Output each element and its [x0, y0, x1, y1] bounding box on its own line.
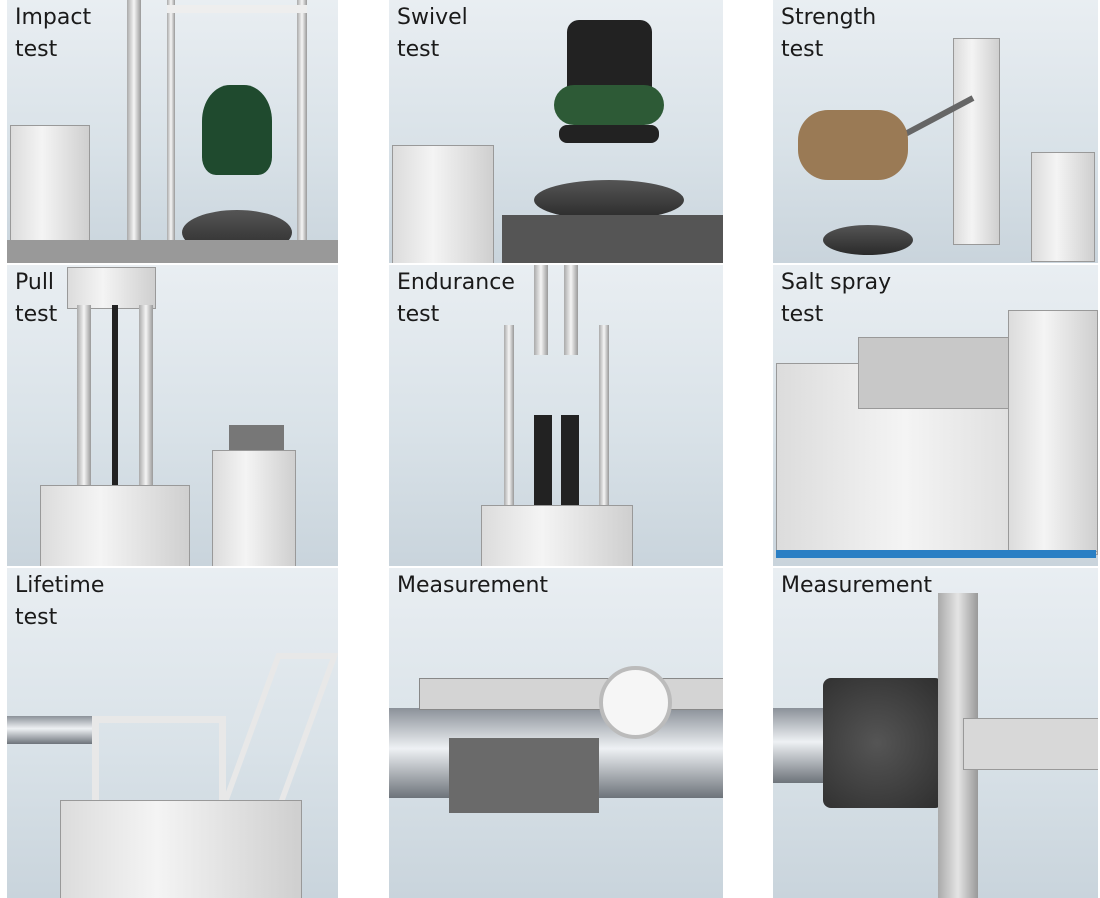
frame-post — [167, 0, 175, 250]
chair-base — [534, 180, 684, 220]
test-chair — [798, 110, 908, 180]
digital-display — [229, 425, 284, 450]
photo-salt-spray-test: Salt spray test — [773, 265, 1098, 566]
impact-bag — [202, 85, 272, 175]
chamber-lid — [858, 337, 1025, 409]
test-column — [953, 38, 1000, 245]
weight-coils — [554, 85, 664, 125]
caliper-beam — [419, 678, 723, 710]
frame-post — [504, 325, 514, 505]
photo-strength-test: Strength test — [773, 0, 1098, 263]
test-frame — [92, 716, 226, 810]
panel-label: Measurement — [781, 573, 933, 598]
photo-measurement-depth-gauge: Measurement — [773, 568, 1098, 898]
panel-label: Salt spray test — [781, 270, 892, 327]
measured-ring — [823, 678, 943, 808]
photo-measurement-caliper: Measurement — [389, 568, 723, 898]
machine-cabinet — [60, 800, 302, 898]
control-cabinet — [212, 450, 296, 566]
panel-label: Impact test — [15, 5, 92, 62]
hinged-panel — [217, 653, 338, 815]
photo-pull-test: Pull test — [7, 265, 338, 566]
machine-table — [7, 240, 338, 263]
control-cabinet — [1031, 152, 1095, 262]
cylinder — [534, 265, 548, 355]
photo-impact-test: Impact test — [7, 0, 338, 263]
control-tower — [1008, 310, 1098, 552]
panel-label: Pull test — [15, 270, 58, 327]
machine-column — [139, 305, 153, 490]
control-panel — [481, 505, 633, 566]
machine-base — [40, 485, 190, 566]
photo-endurance-test: Endurance test — [389, 265, 723, 566]
photo-lifetime-test: Lifetime test — [7, 568, 338, 898]
frame-beam — [167, 5, 307, 13]
chair-seat — [559, 125, 659, 143]
measured-sleeve — [449, 738, 599, 813]
base-strip — [776, 550, 1096, 558]
gas-spring — [561, 415, 579, 510]
frame-post — [297, 0, 307, 250]
machine-column — [127, 0, 141, 240]
dial-gauge — [599, 666, 672, 739]
gauge-ruler — [963, 718, 1098, 770]
control-cabinet — [392, 145, 494, 263]
panel-label: Lifetime test — [15, 573, 105, 630]
chair-base — [823, 225, 913, 255]
actuator-cylinder — [7, 716, 97, 744]
panel-label: Strength test — [781, 5, 877, 62]
frame-post — [599, 325, 609, 505]
machine-table — [502, 215, 723, 263]
panel-label: Endurance test — [397, 270, 515, 327]
panel-label: Swivel test — [397, 5, 468, 62]
photo-swivel-test: Swivel test — [389, 0, 723, 263]
machine-column — [77, 305, 91, 490]
panel-label: Measurement — [397, 573, 549, 598]
gas-spring — [534, 415, 552, 510]
cylinder — [564, 265, 578, 355]
control-cabinet — [10, 125, 90, 262]
top-crossbeam — [67, 267, 156, 309]
pull-rod — [112, 305, 118, 485]
